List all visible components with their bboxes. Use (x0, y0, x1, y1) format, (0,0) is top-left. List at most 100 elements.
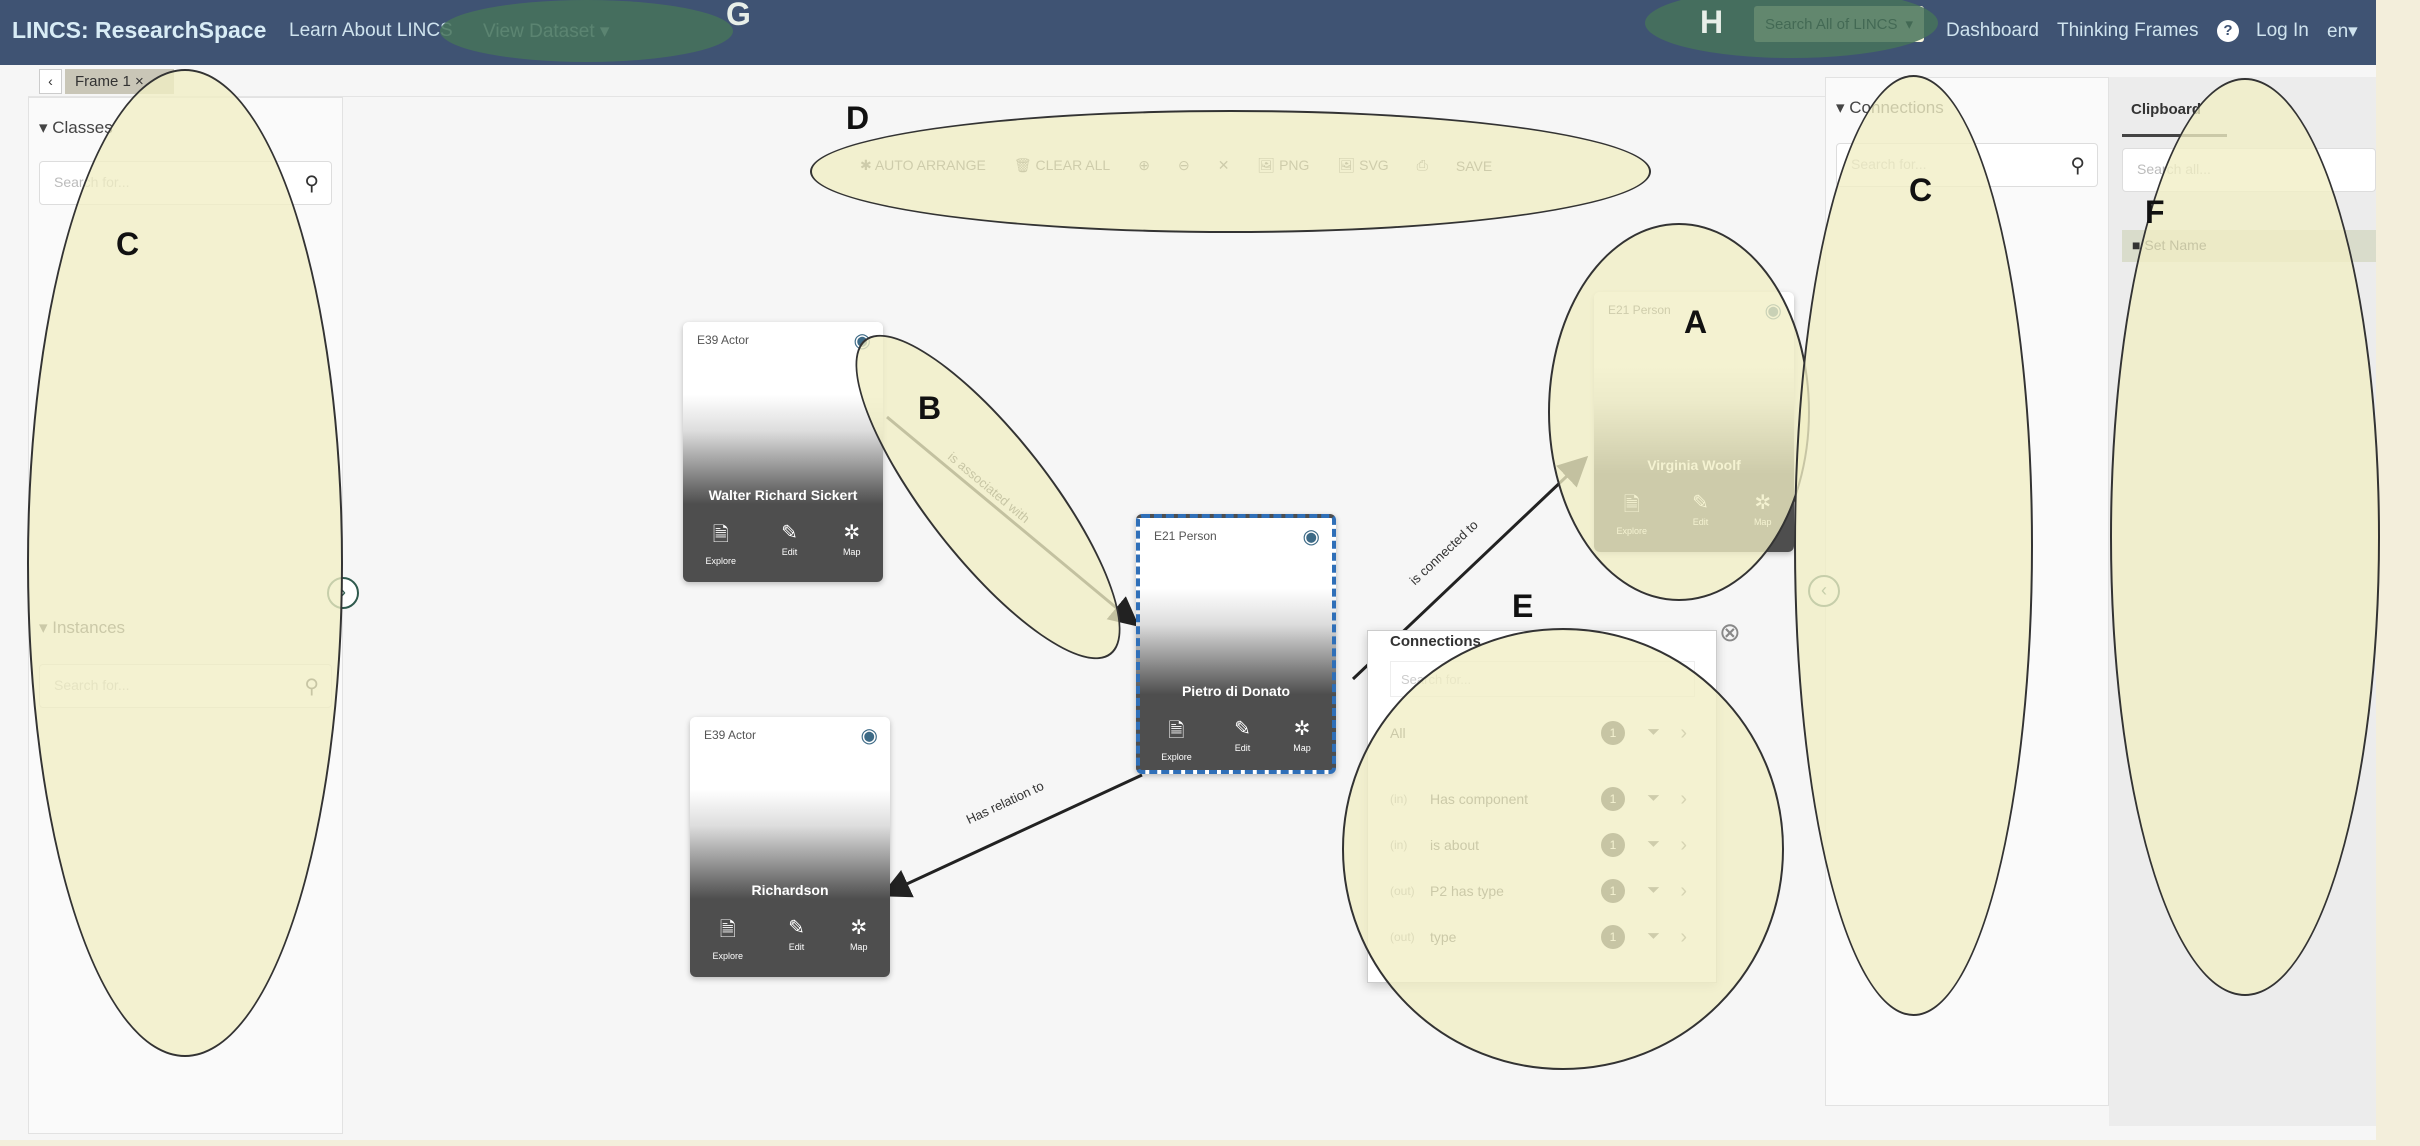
explore-label: Explore (1616, 526, 1648, 536)
relation-label: Has component (1430, 791, 1529, 807)
eye-icon[interactable]: ◉ (860, 725, 878, 747)
thinking-frames-link[interactable]: Thinking Frames (2057, 20, 2199, 41)
node-type: E21 Person (1608, 303, 1671, 317)
search-icon: ⚲ (2070, 155, 2085, 177)
annotation-label-e: E (1512, 588, 1534, 624)
annotation-label-f: F (2145, 194, 2165, 230)
right-panel-collapse-button[interactable]: ‹ (1808, 575, 1840, 607)
node-name: Virginia Woolf (1647, 457, 1741, 473)
relation-label: is about (1430, 837, 1480, 853)
direction: (out) (1390, 884, 1415, 898)
search-placeholder: Search all... (2137, 161, 2211, 177)
annotation-label-b: B (918, 390, 942, 426)
popup-close-icon[interactable]: ⊗ (1719, 617, 1741, 647)
connections-panel-search[interactable]: Search for... ⚲ (1836, 143, 2098, 187)
explore-label: Explore (1161, 752, 1192, 762)
search-placeholder: Search for... (1851, 156, 1927, 172)
explore-button[interactable]: 🗎Explore (712, 919, 744, 961)
direction: (in) (1390, 838, 1408, 852)
node-name: Walter Richard Sickert (708, 487, 858, 503)
connections-header[interactable]: ▾ Connections (1836, 98, 1944, 117)
filter-icon[interactable]: ⏷ (1647, 836, 1660, 853)
map-label: Map (849, 942, 868, 952)
annotation-label-h: H (1700, 4, 1724, 40)
map-button[interactable]: ✲Map (1293, 718, 1311, 753)
eye-icon[interactable]: ◉ (1302, 526, 1320, 548)
eye-icon[interactable]: ◉ (853, 330, 871, 352)
set-name: Set Name (2144, 237, 2207, 253)
clipboard-search-input[interactable]: Search all... (2122, 148, 2376, 192)
edge-relation[interactable] (880, 773, 1143, 898)
direction: (in) (1390, 792, 1408, 806)
map-button[interactable]: ✲Map (1753, 492, 1772, 527)
chevron-right-icon[interactable]: › (1680, 879, 1687, 902)
learn-link[interactable]: Learn About LINCS (289, 20, 453, 41)
edit-label: Edit (1234, 743, 1251, 753)
edit-label: Edit (1692, 517, 1709, 527)
direction: (out) (1390, 930, 1415, 944)
connection-row[interactable]: (out) type 1 ⏷ › (1390, 925, 1695, 949)
relation-label: P2 has type (1430, 883, 1504, 899)
clipboard-set-item[interactable]: ■ Set Name (2122, 230, 2376, 262)
edit-button[interactable]: ✎Edit (788, 917, 805, 952)
clipboard-panel: Clipboard Search all... ■ Set Name (2109, 77, 2376, 1126)
chevron-right-icon[interactable]: › (1680, 721, 1687, 744)
node-type: E39 Actor (704, 728, 757, 742)
count-badge: 1 (1601, 879, 1625, 903)
connection-row[interactable]: All 1 ⏷ › (1390, 721, 1695, 745)
connections-search-input[interactable]: Search for... (1390, 661, 1695, 697)
login-link[interactable]: Log In (2256, 20, 2309, 41)
edit-button[interactable]: ✎Edit (781, 522, 798, 557)
relation-label: All (1390, 725, 1406, 741)
node-card[interactable]: E39 Actor ◉ Richardson 🗎Explore ✎Edit ✲Map (690, 717, 890, 977)
edge-associated[interactable] (886, 415, 1140, 627)
count-badge: 1 (1601, 925, 1625, 949)
edit-label: Edit (788, 942, 805, 952)
node-card[interactable]: E39 Actor ◉ Walter Richard Sickert 🗎Explo… (683, 322, 883, 582)
help-icon[interactable]: ? (2217, 20, 2239, 42)
active-tab-underline (2122, 134, 2227, 137)
connection-row[interactable]: (in) Has component 1 ⏷ › (1390, 787, 1695, 811)
explore-label: Explore (712, 951, 744, 961)
edit-label: Edit (781, 547, 798, 557)
map-button[interactable]: ✲Map (849, 917, 868, 952)
relation-label: type (1430, 929, 1457, 945)
eye-icon[interactable]: ◉ (1764, 300, 1782, 322)
folder-icon: ■ (2132, 237, 2141, 253)
connection-row[interactable]: (out) P2 has type 1 ⏷ › (1390, 879, 1695, 903)
edit-button[interactable]: ✎Edit (1234, 718, 1251, 753)
brand-title[interactable]: LINCS: ResearchSpace (12, 17, 267, 43)
filter-icon[interactable]: ⏷ (1647, 882, 1660, 899)
count-badge: 1 (1601, 787, 1625, 811)
annotation-label-c-right: C (1909, 172, 1933, 208)
filter-icon[interactable]: ⏷ (1647, 790, 1660, 807)
explore-label: Explore (705, 556, 737, 566)
explore-button[interactable]: 🗎Explore (1161, 720, 1192, 762)
node-type: E39 Actor (697, 333, 750, 347)
edit-button[interactable]: ✎Edit (1692, 492, 1709, 527)
filter-icon[interactable]: ⏷ (1647, 928, 1660, 945)
node-card-selected[interactable]: E21 Person◉ Pietro di Donato 🗎Explore✎Ed… (1136, 514, 1336, 774)
annotation-label-g: G (726, 0, 751, 32)
clipboard-tab[interactable]: Clipboard (2131, 101, 2201, 118)
chevron-right-icon[interactable]: › (1680, 925, 1687, 948)
node-type: E21 Person (1154, 529, 1217, 543)
node-name: Richardson (751, 882, 829, 898)
filter-icon[interactable]: ⏷ (1647, 724, 1660, 741)
map-label: Map (842, 547, 861, 557)
count-badge: 1 (1601, 721, 1625, 745)
map-button[interactable]: ✲Map (842, 522, 861, 557)
map-label: Map (1753, 517, 1772, 527)
dashboard-link[interactable]: Dashboard (1946, 20, 2039, 41)
chevron-right-icon[interactable]: › (1680, 833, 1687, 856)
explore-button[interactable]: 🗎Explore (1616, 494, 1648, 536)
language-dropdown[interactable]: en▾ (2327, 21, 2358, 42)
explore-button[interactable]: 🗎Explore (705, 524, 737, 566)
annotation-label-a: A (1684, 304, 1708, 340)
app: LINCS: ResearchSpace Learn About LINCS V… (0, 0, 2376, 1140)
right-connections-panel: ▾ Connections Search for... ⚲ (1825, 77, 2109, 1106)
chevron-right-icon[interactable]: › (1680, 787, 1687, 810)
map-label: Map (1293, 743, 1311, 753)
